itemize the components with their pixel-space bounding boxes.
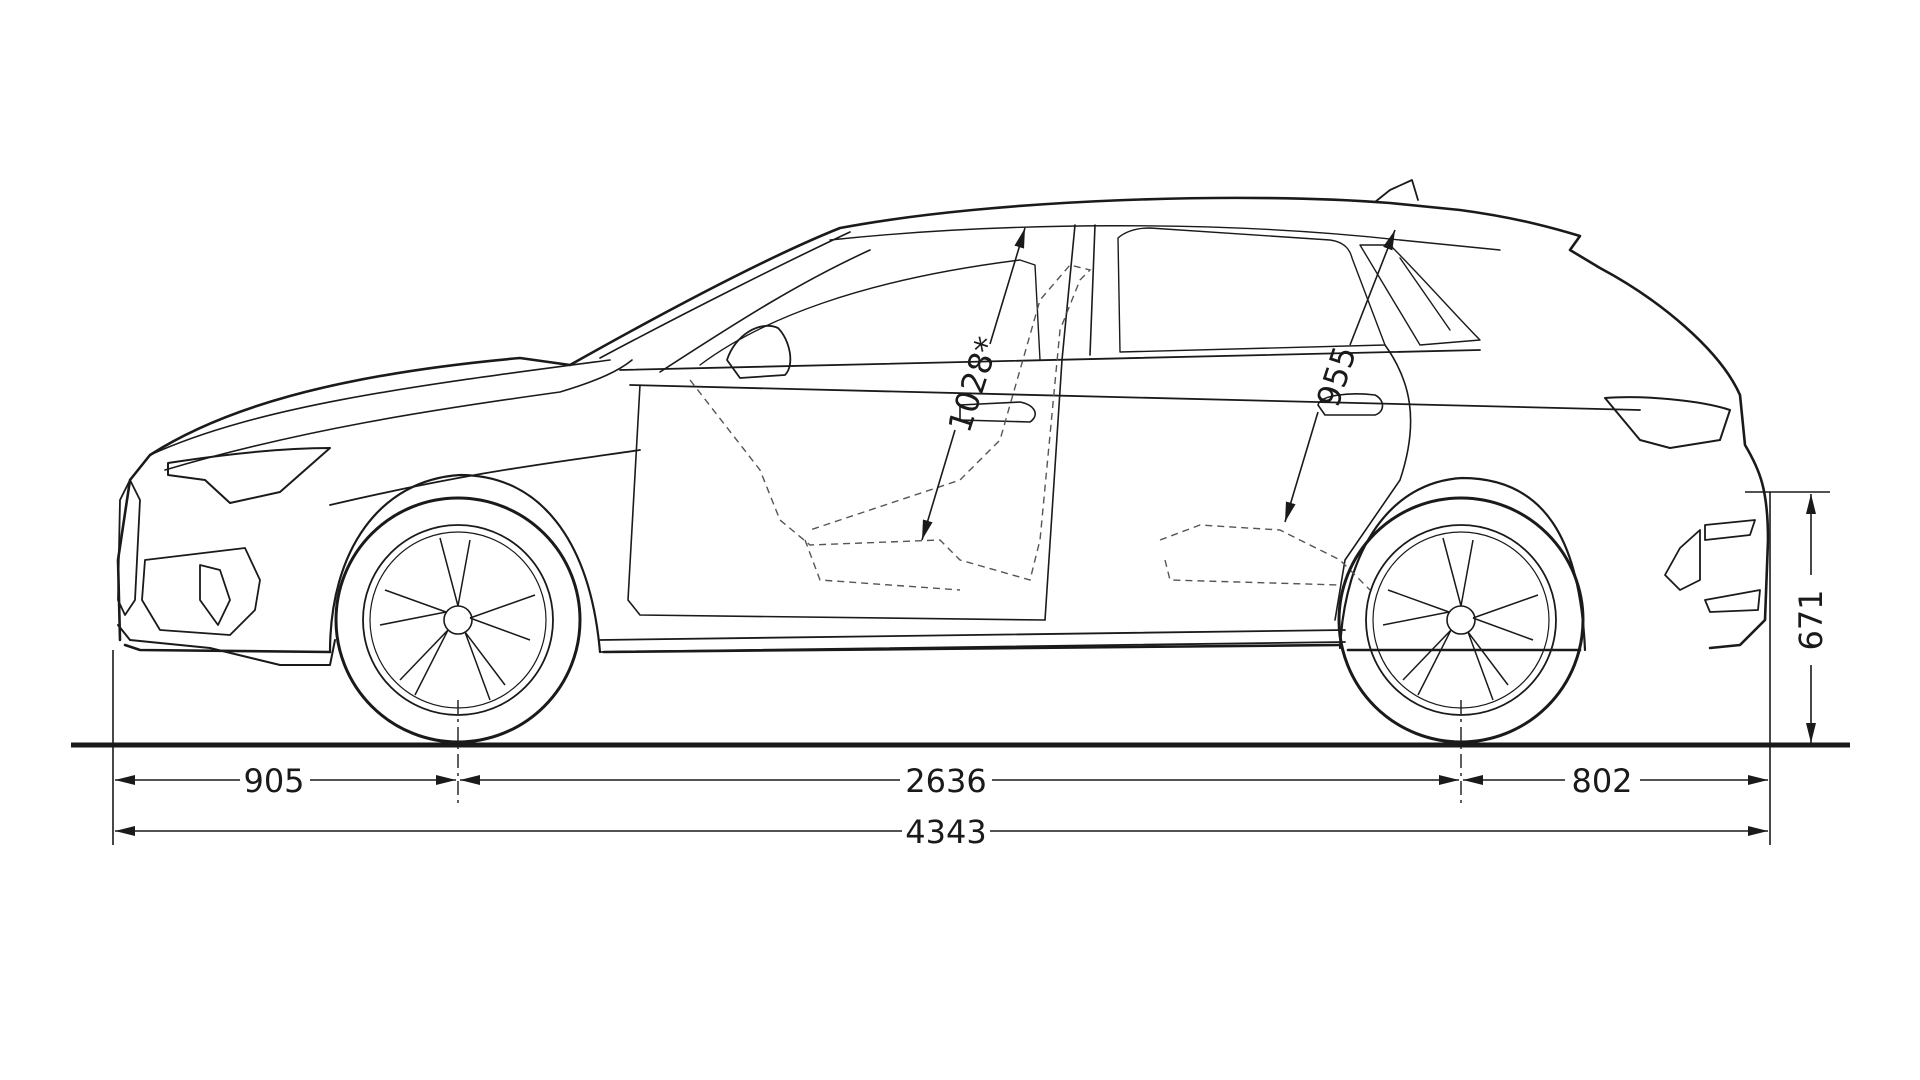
- headlight: [167, 447, 331, 504]
- quarter-glass: [1359, 244, 1481, 346]
- dimension-wheelbase: 2636: [460, 762, 1459, 800]
- front-window: [699, 259, 1041, 366]
- hood-line: [149, 359, 633, 471]
- front-overhang-label: 905: [243, 762, 304, 800]
- beltline: [329, 349, 1641, 506]
- loading-sill-height-label: 671: [1792, 589, 1830, 650]
- front-splitter: [117, 624, 336, 666]
- rear-wheel-arch: [1338, 476, 1587, 652]
- wheelbase-label: 2636: [905, 762, 986, 800]
- rear-window: [1117, 227, 1386, 353]
- dimension-overall-length: 4343: [115, 813, 1768, 851]
- front-seat-outline: [689, 264, 1092, 591]
- car-body: [116, 179, 1770, 666]
- roof-line-inner: [829, 225, 1501, 251]
- side-mirror: [726, 325, 792, 379]
- car-outline: [116, 196, 1770, 654]
- rear-wheel: [1337, 496, 1585, 744]
- front-door-edge: [627, 384, 1046, 621]
- b-pillar: [1044, 224, 1096, 621]
- taillight: [1604, 396, 1731, 449]
- rear-overhang-label: 802: [1571, 762, 1632, 800]
- rear-headroom-label: 955: [1309, 342, 1364, 412]
- rear-door-edge: [1334, 344, 1412, 621]
- overall-length-label: 4343: [905, 813, 986, 851]
- dimension-front-overhang: 905: [115, 762, 456, 800]
- dimension-front-headroom: 1028*: [921, 227, 1026, 541]
- front-grille: [117, 479, 141, 616]
- rear-door-handle: [1317, 393, 1384, 416]
- rear-seat-outline: [1159, 524, 1371, 591]
- front-door-handle: [959, 401, 1036, 423]
- dimension-loading-sill-height: 671: [1792, 494, 1830, 743]
- roof-antenna: [1374, 179, 1419, 203]
- front-wheel-arch: [328, 473, 602, 654]
- rear-intake: [1664, 519, 1761, 613]
- dimension-rear-headroom: 955: [1284, 229, 1396, 523]
- windshield: [599, 231, 871, 373]
- front-intake: [141, 547, 261, 636]
- dimension-rear-overhang: 802: [1463, 762, 1768, 800]
- side-sill: [599, 629, 1346, 653]
